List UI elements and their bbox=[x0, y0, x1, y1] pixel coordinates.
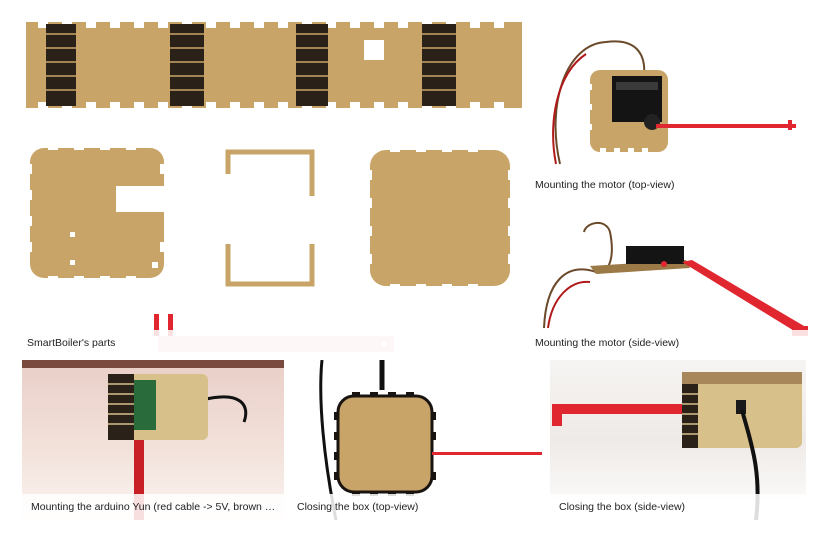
box-body bbox=[108, 374, 208, 440]
servo-motor bbox=[612, 76, 662, 130]
box-top bbox=[334, 392, 436, 496]
caption-closing-side: Closing the box (side-view) bbox=[550, 494, 806, 520]
right-side-panel bbox=[364, 144, 516, 292]
long-strip-panel bbox=[26, 22, 522, 108]
gallery-tile-motor-side[interactable]: Mounting the motor (side-view) bbox=[526, 202, 814, 356]
gallery-tile-motor-top[interactable]: Mounting the motor (top-view) bbox=[526, 14, 814, 198]
closing-top-photo bbox=[288, 360, 546, 520]
motor-top-photo bbox=[526, 14, 814, 198]
caption-motor-top: Mounting the motor (top-view) bbox=[526, 172, 814, 198]
red-lever-side bbox=[552, 404, 692, 426]
caption-arduino: Mounting the arduino Yun (red cable -> 5… bbox=[22, 494, 284, 520]
gallery-tile-arduino[interactable]: Mounting the arduino Yun (red cable -> 5… bbox=[22, 360, 284, 520]
gallery-tile-closing-top[interactable]: Closing the box (top-view) bbox=[288, 360, 546, 520]
servo-side bbox=[626, 246, 684, 267]
caption-parts: SmartBoiler's parts bbox=[18, 330, 522, 356]
gallery-tile-parts[interactable]: SmartBoiler's parts bbox=[18, 14, 522, 356]
left-side-panel bbox=[24, 142, 168, 284]
arduino-photo bbox=[22, 360, 284, 520]
frame-panel bbox=[225, 149, 315, 287]
caption-closing-top: Closing the box (top-view) bbox=[288, 494, 546, 520]
parts-photo bbox=[18, 14, 522, 356]
closing-side-photo bbox=[550, 360, 806, 520]
caption-motor-side: Mounting the motor (side-view) bbox=[526, 330, 814, 356]
gallery-tile-closing-side[interactable]: Closing the box (side-view) bbox=[550, 360, 806, 520]
